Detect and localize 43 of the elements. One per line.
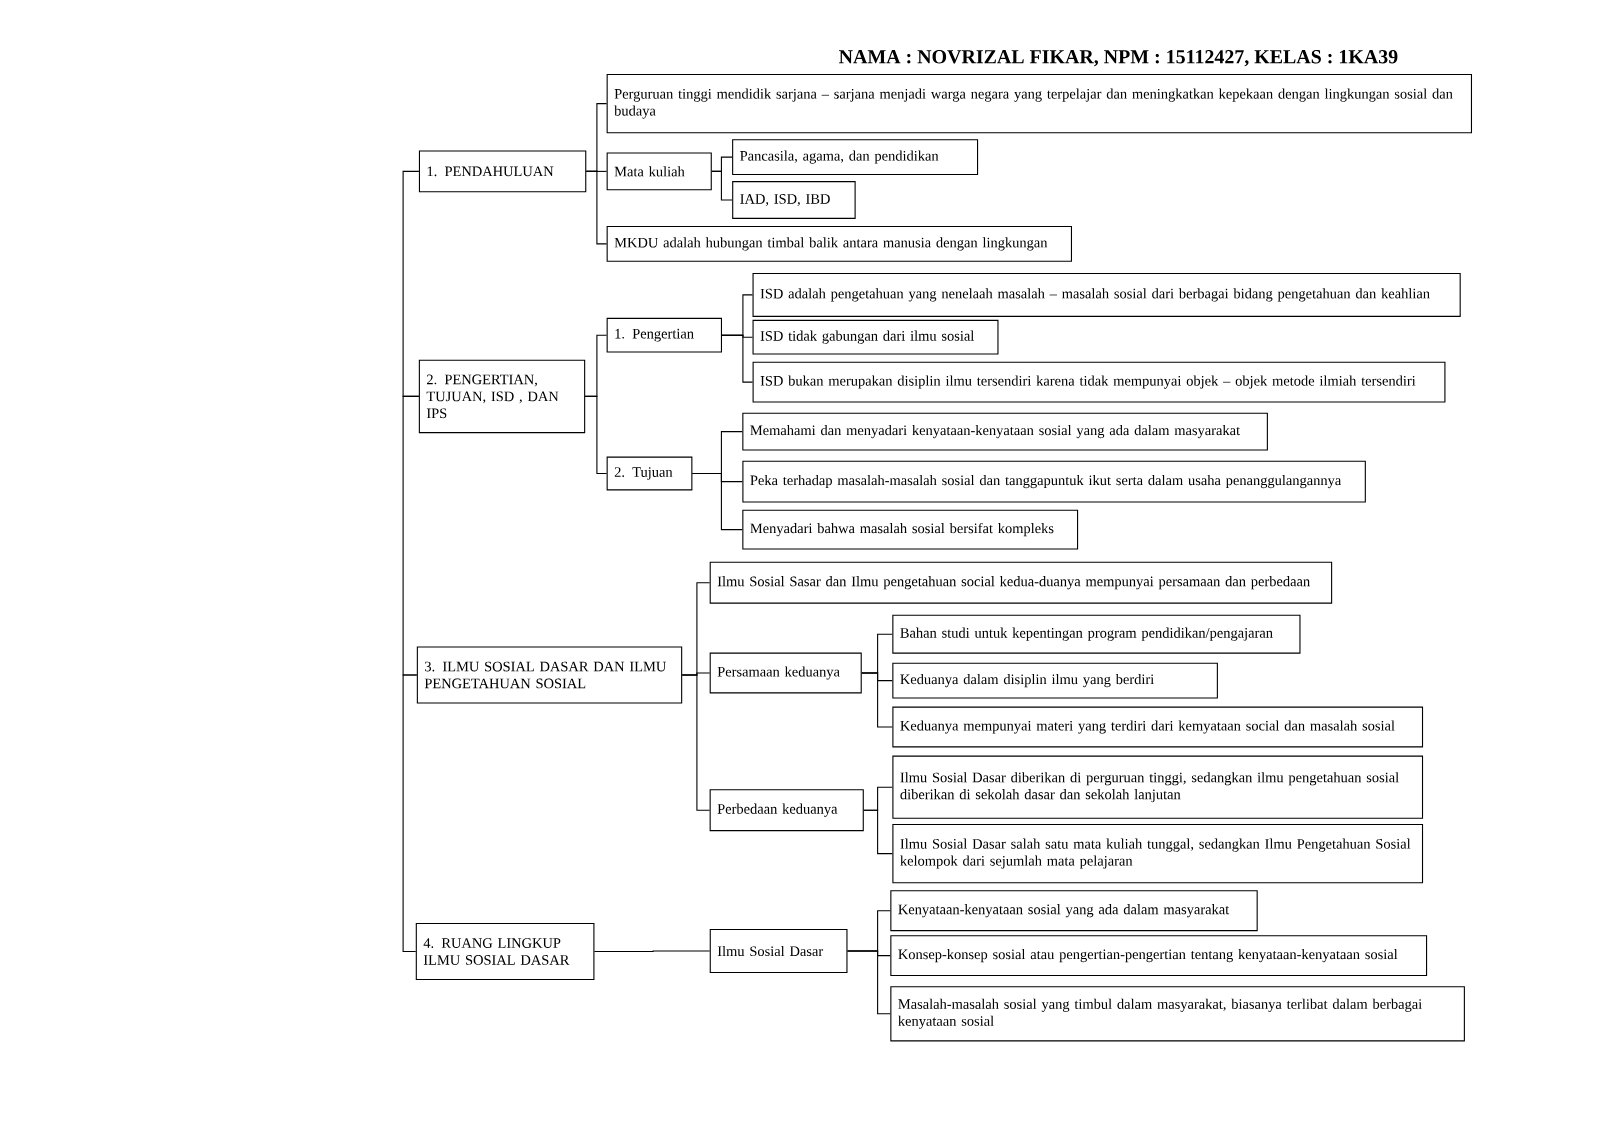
- connector-line: [861, 672, 893, 728]
- connector-line: [584, 395, 608, 475]
- text-box: ISD bukan merupakan disiplin ilmu tersendiri karena tidak mempunyai objek – objek metode ilmiah tersendiri: [752, 361, 1446, 403]
- text-box: Bahan studi untuk kepentingan program pendidikan/pengajaran: [892, 614, 1301, 654]
- text-box: MKDU adalah hubungan timbal balik antara manusia dengan lingkungan: [606, 226, 1072, 262]
- text-box: 3. ILMU SOSIAL DASAR DAN ILMU PENGETAHUAN SOSIAL: [416, 646, 683, 704]
- connector-line: [721, 334, 754, 383]
- text-box: IAD, ISD, IBD: [732, 181, 856, 219]
- text-box: Ilmu Sosial Dasar: [709, 929, 848, 973]
- connector-line: [681, 674, 711, 811]
- connector-line: [846, 950, 891, 1015]
- text-box: Peka terhadap masalah-masalah sosial dan tanggapuntuk ikut serta dalam usaha penanggulangannya: [742, 460, 1366, 503]
- connector-line: [402, 395, 420, 676]
- connector-line: [863, 809, 893, 855]
- connector-line: [593, 950, 711, 953]
- text-box: Ilmu Sosial Dasar diberikan di perguruan tinggi, sedangkan ilmu pengetahuan sosial diberikan di sekolah dasar dan sekolah lanjutan: [892, 755, 1424, 819]
- text-box: 2. Tujuan: [606, 456, 693, 491]
- text-box: Ilmu Sosial Dasar salah satu mata kuliah tunggal, sedangkan Ilmu Pengetahuan Sosial kelompok dari sejumlah mata pelajaran: [892, 823, 1424, 884]
- connector-line: [691, 472, 743, 531]
- title-text: NAMA : NOVRIZAL FIKAR, NPM : 15112427, KELAS : 1KA39: [839, 50, 1398, 67]
- text-box: Persamaan keduanya: [709, 652, 862, 694]
- text-box: ISD tidak gabungan dari ilmu sosial: [752, 319, 999, 355]
- text-box: Perbedaan keduanya: [709, 789, 864, 832]
- text-box: Mata kuliah: [606, 152, 712, 191]
- text-box: Keduanya dalam disiplin ilmu yang berdiri: [892, 662, 1218, 699]
- text-box: Keduanya mempunyai materi yang terdiri dari kemyataan social dan masalah sosial: [892, 706, 1424, 748]
- connector-line: [585, 170, 608, 245]
- text-box: 1. PENDAHULUAN: [418, 150, 587, 193]
- text-box: Kenyataan-kenyataan sosial yang ada dalam masyarakat: [890, 890, 1258, 932]
- text-box: Masalah-masalah sosial yang timbul dalam masyarakat, biasanya terlibat dalam berbagai kenyataan sosial: [890, 986, 1465, 1042]
- text-box: Ilmu Sosial Sasar dan Ilmu pengetahuan social kedua-duanya mempunyai persamaan dan perbedaan: [709, 561, 1333, 604]
- connector-line: [402, 170, 420, 397]
- connector-line: [711, 170, 733, 201]
- text-box: Menyadari bahwa masalah sosial bersifat kompleks: [742, 509, 1079, 550]
- text-box: ISD adalah pengetahuan yang nenelaah masalah – masalah sosial dari berbagai bidang pengetahuan dan keahlian: [752, 272, 1461, 317]
- text-box: 4. RUANG LINGKUP ILMU SOSIAL DASAR: [415, 922, 595, 981]
- text-box: 1. Pengertian: [606, 317, 722, 353]
- text-box: Perguruan tinggi mendidik sarjana – sarjana menjadi warga negara yang terpelajar dan meningkatkan kepekaan dengan lingkungan sosial dan budaya: [606, 73, 1472, 134]
- text-box: Konsep-konsep sosial atau pengertian-pengertian tentang kenyataan-kenyataan sosial: [890, 935, 1428, 977]
- text-box: Memahami dan menyadari kenyataan-kenyataan sosial yang ada dalam masyarakat: [742, 412, 1268, 451]
- text-box: 2. PENGERTIAN, TUJUAN, ISD , DAN IPS: [418, 359, 586, 434]
- connector-line: [402, 674, 418, 953]
- text-box: Pancasila, agama, dan pendidikan: [732, 139, 979, 175]
